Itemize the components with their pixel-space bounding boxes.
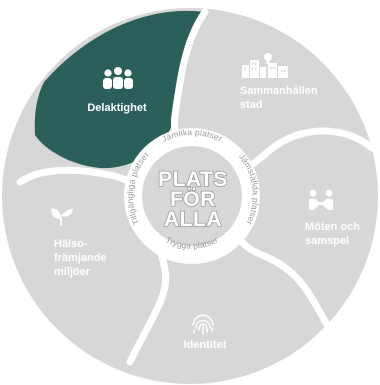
label-sammanhallen-line2: stad: [240, 99, 263, 111]
label-identitet: Identitet: [184, 339, 227, 351]
label-halso-line2: främjande: [54, 252, 107, 264]
center-title-line3: ALLA: [164, 208, 222, 231]
center-title-line2: FÖR: [170, 188, 216, 211]
divider-right-lower: [234, 232, 334, 334]
center-title-line1: PLATS: [158, 168, 228, 191]
sprout-icon: [51, 208, 73, 226]
city-buildings-icon: [242, 53, 288, 78]
label-halso-line3: miljöer: [54, 266, 91, 278]
label-delaktighet: Delaktighet: [87, 102, 147, 114]
label-moten-line2: samspel: [305, 235, 349, 247]
label-moten-line1: Möten och: [305, 221, 360, 233]
label-sammanhallen-line1: Sammanhållen: [240, 85, 318, 97]
center-disc: [142, 146, 242, 246]
handshake-people-icon: [309, 189, 333, 210]
people-group-icon: [103, 67, 133, 89]
label-halso-line1: Hälso-: [54, 238, 88, 250]
fingerprint-icon: [192, 314, 214, 335]
segment-delaktighet: [34, 10, 206, 169]
